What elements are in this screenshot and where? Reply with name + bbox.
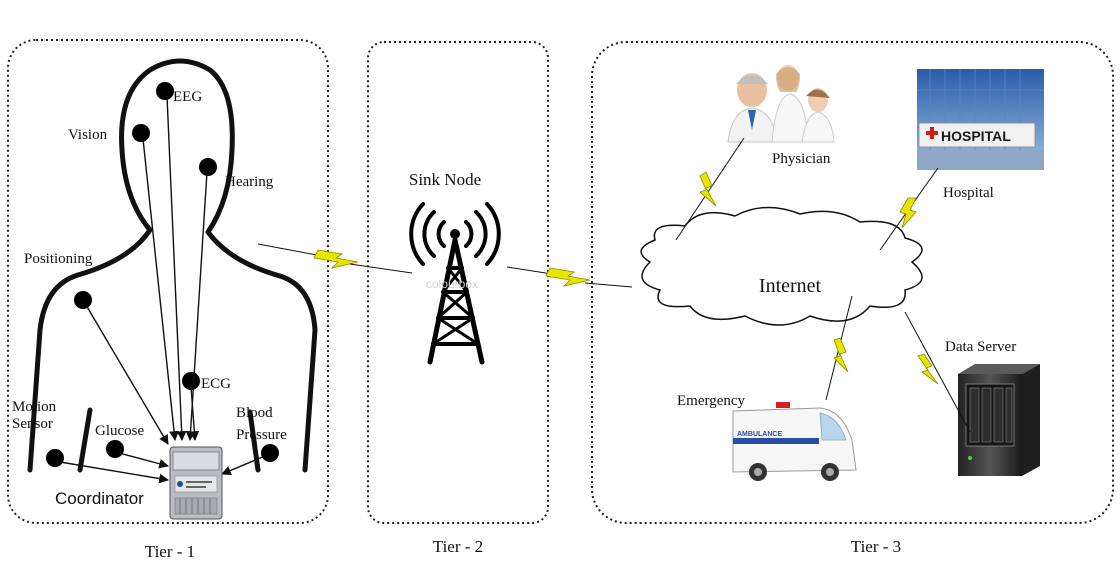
motion-sensor-dot	[46, 449, 64, 467]
lightning-icon	[899, 197, 917, 229]
ambulance-picture: AMBULANCE	[732, 402, 857, 481]
hearing-sensor-dot	[199, 158, 217, 176]
eeg-sensor-dot	[156, 82, 174, 100]
human-silhouette	[27, 58, 318, 473]
colourbox-watermark: colourbox	[426, 277, 478, 291]
ecg-sensor-dot	[182, 372, 200, 390]
antenna-tower-icon	[409, 202, 501, 365]
lightning-icon	[917, 353, 939, 385]
internet-label: Internet	[759, 275, 822, 297]
positioning-label: Positioning	[24, 251, 93, 267]
hearing-label: Hearing	[225, 174, 274, 190]
ambulance-text: AMBULANCE	[737, 431, 782, 438]
left-arm-line	[77, 407, 93, 473]
coordinator-device	[169, 446, 223, 520]
tier3-border	[591, 41, 1114, 524]
motion-label-line2: Sensor	[12, 416, 53, 432]
data-server-icon	[958, 364, 1040, 476]
link-line-sink-internet-b	[584, 282, 633, 288]
tier3-panel: Internet Physician	[591, 41, 1114, 524]
hospital-sign-text: HOSPITAL	[941, 128, 1011, 144]
link-line-body-sink-b	[349, 263, 413, 274]
vision-sensor-dot	[132, 124, 150, 142]
wireless-links	[257, 171, 939, 385]
internet-cloud-icon	[640, 206, 923, 326]
lightning-icon	[699, 171, 717, 207]
lightning-icon	[833, 337, 849, 373]
tier1-panel: EEG Vision Hearing Positioning ECG Motio…	[7, 39, 329, 524]
vision-label: Vision	[68, 127, 108, 143]
tier3-connector-lines	[675, 137, 971, 433]
sink-node-label: Sink Node	[409, 170, 481, 189]
data-server-label: Data Server	[945, 339, 1016, 355]
tier2-border	[367, 41, 549, 524]
tier3-label: Tier - 3	[851, 537, 901, 556]
emergency-label: Emergency	[677, 393, 746, 409]
glucose-sensor-dot	[106, 440, 124, 458]
positioning-sensor-dot	[74, 291, 92, 309]
tier2-panel: Sink Node colourbox	[367, 41, 549, 524]
ecg-label: ECG	[201, 376, 231, 392]
tier1-label: Tier - 1	[145, 542, 195, 561]
eeg-label: EEG	[173, 89, 202, 105]
hospital-label: Hospital	[943, 185, 994, 201]
blood-pressure-sensor-dot	[261, 444, 279, 462]
coordinator-label: Coordinator	[55, 489, 144, 508]
hospital-picture: HOSPITAL	[917, 69, 1044, 170]
link-line-body-sink-a	[257, 243, 323, 257]
physician-label: Physician	[772, 151, 831, 167]
glucose-label: Glucose	[95, 423, 144, 439]
lightning-icon	[313, 249, 359, 269]
tier1-border	[7, 39, 329, 524]
motion-label-line1: Motion	[12, 399, 57, 415]
blood-label-line2: Pressure	[236, 427, 287, 443]
link-line-sink-internet-a	[506, 266, 553, 275]
right-arm-line	[247, 409, 261, 473]
sensor-arrows	[59, 95, 266, 484]
physician-picture	[724, 62, 835, 143]
tier2-label: Tier - 2	[433, 537, 483, 556]
lightning-icon	[545, 267, 591, 287]
blood-label-line1: Blood	[236, 405, 273, 421]
